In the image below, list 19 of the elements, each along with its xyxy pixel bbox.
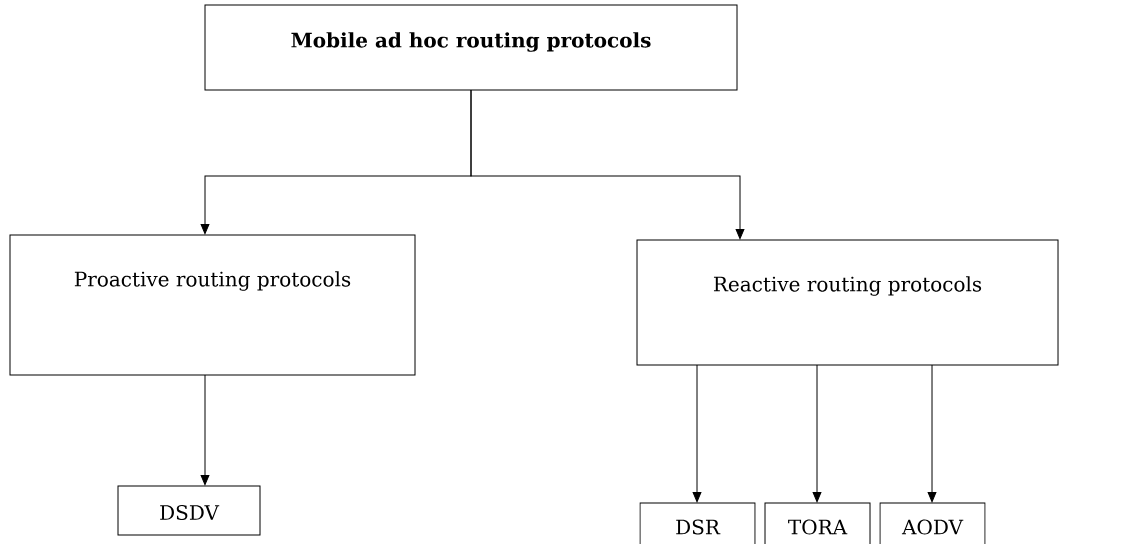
box [764,502,871,544]
box-label: Reactive routing protocols [713,276,982,296]
arrow [692,364,702,503]
arrow [200,374,210,486]
box [639,502,756,544]
box-label: Mobile ad hoc routing protocols [291,32,651,52]
box-label: Proactive routing protocols [74,271,351,291]
box [117,485,261,536]
box [9,234,416,376]
arrow [812,364,822,503]
box [636,239,1059,366]
box-label: DSR [676,519,721,535]
box-label: AODV [901,519,964,535]
arrow [927,364,937,503]
box-label: TORA [788,519,848,535]
box [204,4,738,91]
box [879,502,986,544]
box-label: DSDV [160,504,220,521]
arrow [470,89,745,240]
